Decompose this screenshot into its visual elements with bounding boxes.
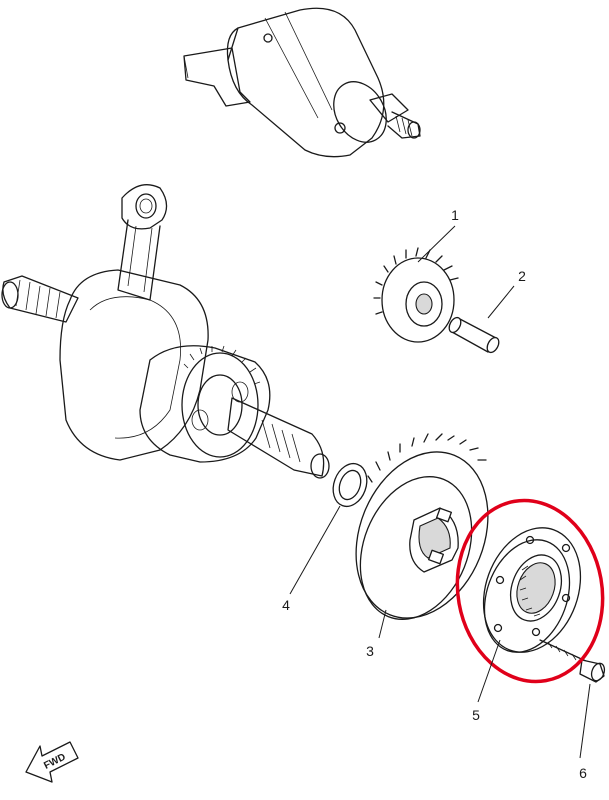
callout-6: 6 — [579, 765, 587, 781]
callout-3: 3 — [366, 643, 374, 659]
bolt-part-6 — [539, 639, 606, 683]
fwd-arrow: FWD — [25, 741, 79, 783]
starter-clutch-part-5 — [482, 527, 582, 653]
callout-2: 2 — [518, 268, 526, 284]
shaft-part-2 — [448, 316, 500, 354]
callout-5: 5 — [472, 707, 480, 723]
washer-part-4 — [332, 462, 368, 508]
callout-1: 1 — [451, 207, 459, 223]
highlight-circle — [455, 498, 605, 684]
starter-motor — [183, 7, 421, 158]
callout-4: 4 — [282, 597, 290, 613]
starter-wheel-gear-part-3 — [355, 433, 489, 620]
crankshaft-assembly — [1, 184, 330, 479]
leader-lines — [289, 225, 591, 759]
idler-gear-part-1 — [373, 247, 459, 343]
